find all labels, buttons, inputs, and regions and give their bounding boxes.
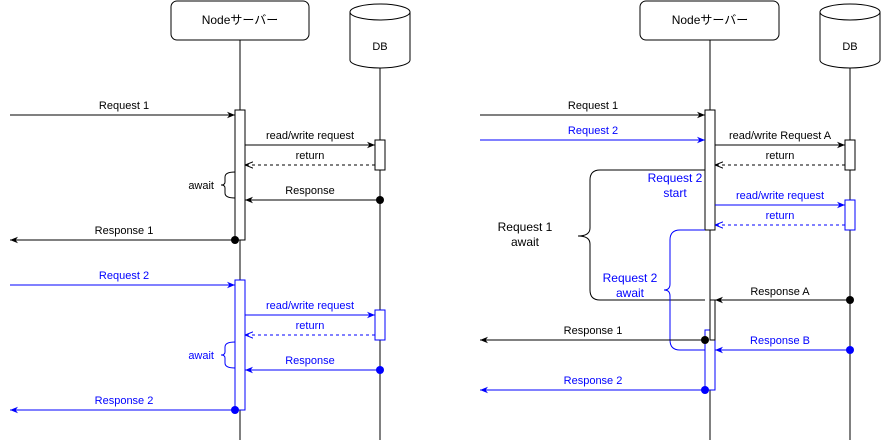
left-request1-label: Request 1 xyxy=(99,100,149,112)
right-req2-await-brace xyxy=(663,229,705,351)
right-node-label: Nodeサーバー xyxy=(672,13,749,27)
left-diagram: Nodeサーバー DB Request 1 read/write request… xyxy=(10,0,411,440)
left-await1-label: await xyxy=(188,180,214,192)
left-response-db2-label: Response xyxy=(285,355,335,367)
left-await2-label: await xyxy=(188,350,214,362)
right-response-a-label: Response A xyxy=(750,286,810,298)
left-node-participant: Nodeサーバー xyxy=(170,0,310,41)
right-req2-await-line2: await xyxy=(616,286,645,300)
right-req1-await-line1: Request 1 xyxy=(498,220,553,234)
right-request2-label: Request 2 xyxy=(568,125,618,137)
right-req2-await-line1: Request 2 xyxy=(603,271,658,285)
right-return-b-label: return xyxy=(766,210,795,222)
right-node-activation-1 xyxy=(704,109,716,231)
right-req2-start-line2: start xyxy=(663,186,687,200)
right-response-b-label: Response B xyxy=(750,335,810,347)
left-response2-label: Response 2 xyxy=(95,395,154,407)
right-db-activation-a xyxy=(844,139,856,171)
left-return2-label: return xyxy=(296,320,325,332)
left-node-activation-1 xyxy=(234,109,246,241)
left-rw-request1-label: read/write request xyxy=(266,130,354,142)
right-response2-label: Response 2 xyxy=(564,375,623,387)
left-await1-bracket xyxy=(220,171,236,199)
left-response-db1-label: Response xyxy=(285,185,335,197)
left-await2-bracket xyxy=(220,341,236,369)
right-req2-start-line1: Request 2 xyxy=(648,171,703,185)
right-db-activation-b xyxy=(844,199,856,231)
right-diagram: Nodeサーバー DB Request 1 Request 2 read/wri… xyxy=(480,0,881,440)
left-db-activation-2 xyxy=(374,309,386,341)
right-return-a-label: return xyxy=(766,150,795,162)
right-node-participant: Nodeサーバー xyxy=(639,0,780,41)
right-rw-request-b-label: read/write request xyxy=(736,190,824,202)
right-req1-await-brace xyxy=(577,169,705,301)
right-db-label: DB xyxy=(842,41,857,53)
right-rw-request-a-label: read/write Request A xyxy=(729,130,832,142)
left-response1-label: Response 1 xyxy=(95,225,154,237)
left-return1-label: return xyxy=(296,150,325,162)
left-db-label: DB xyxy=(372,41,387,53)
left-node-label: Nodeサーバー xyxy=(202,13,279,27)
right-request1-label: Request 1 xyxy=(568,100,618,112)
right-req1-await-line2: await xyxy=(511,235,540,249)
left-node-activation-2 xyxy=(234,279,246,411)
left-request2-label: Request 2 xyxy=(99,270,149,282)
right-response1-label: Response 1 xyxy=(564,325,623,337)
right-db-cylinder: DB xyxy=(819,3,881,69)
right-node-activation-3 xyxy=(709,299,716,341)
left-rw-request2-label: read/write request xyxy=(266,300,354,312)
left-db-cylinder: DB xyxy=(349,3,411,69)
left-db-activation-1 xyxy=(374,139,386,171)
